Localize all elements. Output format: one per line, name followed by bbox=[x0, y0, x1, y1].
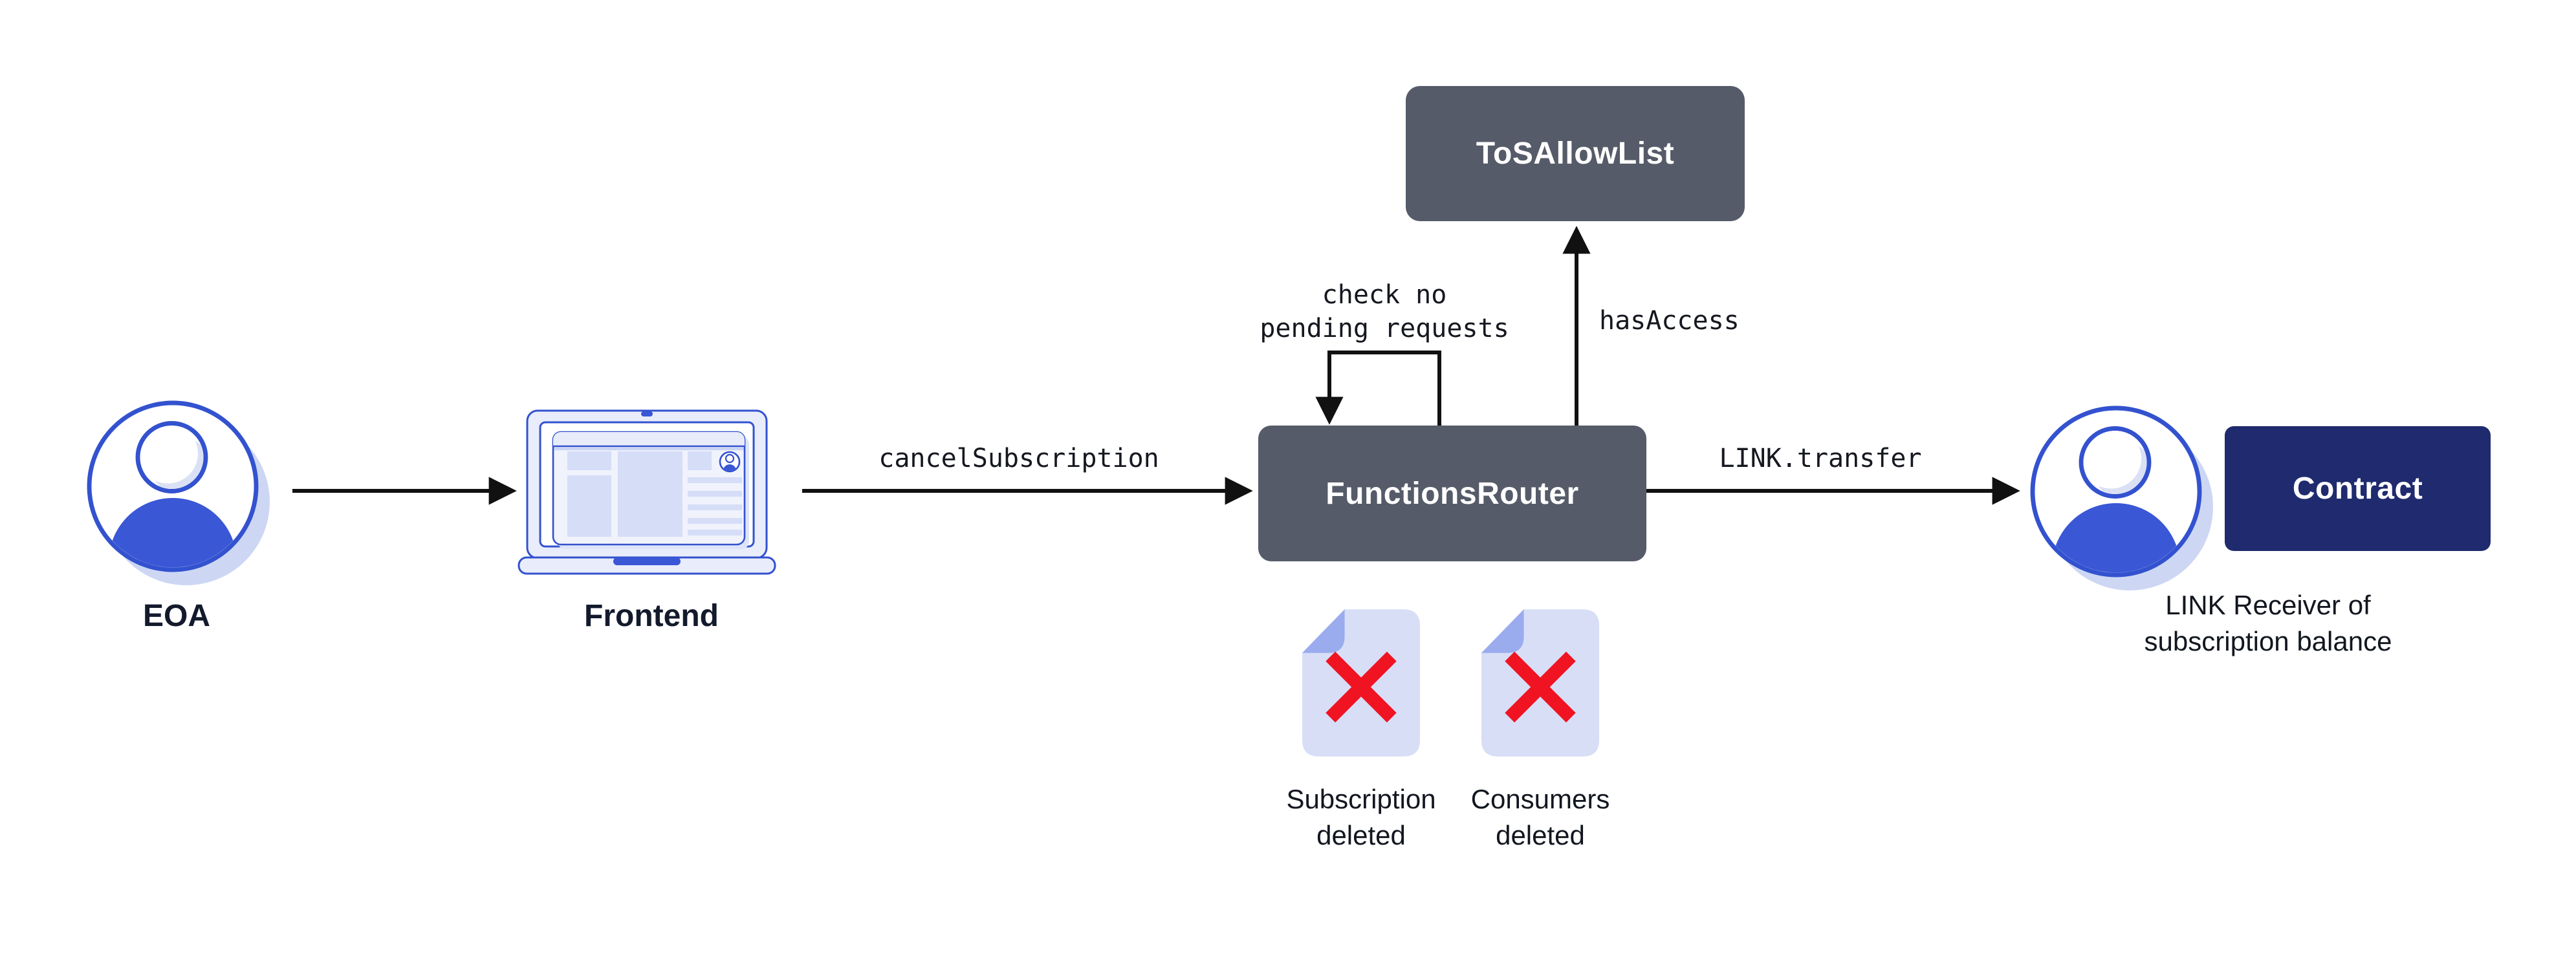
subscription-deleted-caption: Subscription deleted bbox=[1286, 784, 1436, 850]
page-fold bbox=[1302, 609, 1345, 653]
webcam-icon bbox=[641, 411, 653, 416]
person-icon bbox=[2030, 405, 2213, 590]
edge-label-check-no-pending-requests: check no pending requests bbox=[1260, 280, 1509, 343]
deleted-document-icon bbox=[1481, 609, 1599, 757]
laptop-icon bbox=[518, 409, 776, 575]
red-x-icon bbox=[1505, 651, 1576, 723]
consumers-deleted-caption: Consumers deleted bbox=[1470, 784, 1610, 850]
person-icon bbox=[87, 400, 270, 585]
edge-label-hasaccess: hasAccess bbox=[1599, 306, 1740, 336]
deleted-document-icon bbox=[1302, 609, 1420, 757]
frontend-label: Frontend bbox=[584, 599, 719, 633]
contract-node: Contract bbox=[2225, 426, 2491, 551]
page-fold bbox=[1481, 609, 1524, 653]
tosallowlist-node: ToSAllowList bbox=[1406, 86, 1745, 221]
link-receiver-caption: LINK Receiver of subscription balance bbox=[2144, 590, 2392, 656]
contract-label: Contract bbox=[2292, 471, 2423, 506]
arrow-router-self-loop bbox=[1315, 351, 1441, 426]
eoa-label: EOA bbox=[142, 599, 211, 633]
edge-label-link-transfer: LINK.transfer bbox=[1719, 444, 1922, 473]
edge-label-cancelsubscription: cancelSubscription bbox=[879, 444, 1159, 473]
browser-avatar-icon bbox=[719, 451, 741, 473]
tosallowlist-label: ToSAllowList bbox=[1476, 136, 1675, 171]
functionsrouter-label: FunctionsRouter bbox=[1326, 476, 1579, 511]
red-x-icon bbox=[1326, 651, 1397, 723]
functionsrouter-node: FunctionsRouter bbox=[1258, 426, 1646, 561]
